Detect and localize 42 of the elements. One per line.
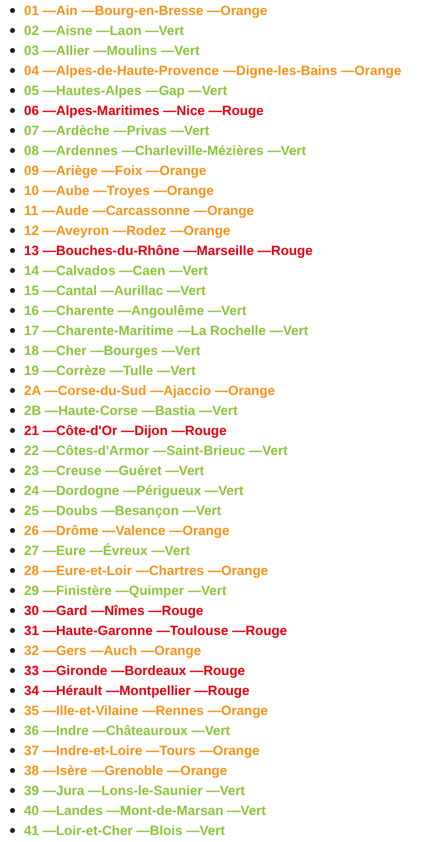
department-entry: 14 —Calvados —Caen —Vert	[24, 262, 208, 278]
department-entry: 39 —Jura —Lons-le-Saunier —Vert	[24, 782, 246, 798]
department-entry: 2B —Haute-Corse —Bastia —Vert	[24, 402, 238, 418]
department-entry: 04 —Alpes-de-Haute-Provence —Digne-les-Bains —Orange	[24, 62, 402, 78]
department-entry: 21 —Côte-d'Or —Dijon —Rouge	[24, 422, 227, 438]
department-entry: 13 —Bouches-du-Rhône —Marseille —Rouge	[24, 242, 313, 258]
department-entry: 05 —Hautes-Alpes —Gap —Vert	[24, 82, 228, 98]
department-entry: 36 —Indre —Châteauroux —Vert	[24, 722, 230, 738]
department-entry: 07 —Ardèche —Privas —Vert	[24, 122, 210, 138]
department-entry: 18 —Cher —Bourges —Vert	[24, 342, 200, 358]
department-entry: 32 —Gers —Auch —Orange	[24, 642, 202, 658]
department-entry: 22 —Côtes-d'Armor —Saint-Brieuc —Vert	[24, 442, 288, 458]
department-entry: 23 —Creuse —Guéret —Vert	[24, 462, 204, 478]
department-entry: 09 —Ariège —Foix —Orange	[24, 162, 206, 178]
department-entry: 34 —Hérault —Montpellier —Rouge	[24, 682, 250, 698]
department-entry: 29 —Finistère —Quimper —Vert	[24, 582, 226, 598]
department-entry: 17 —Charente-Maritime —La Rochelle —Vert	[24, 322, 308, 338]
department-entry: 26 —Drôme —Valence —Orange	[24, 522, 230, 538]
department-entry: 16 —Charente —Angoulême —Vert	[24, 302, 246, 318]
department-entry: 19 —Corrèze —Tulle —Vert	[24, 362, 196, 378]
department-entry: 37 —Indre-et-Loire —Tours —Orange	[24, 742, 260, 758]
department-entry: 11 —Aude —Carcassonne —Orange	[24, 202, 254, 218]
department-entry: 10 —Aube —Troyes —Orange	[24, 182, 214, 198]
department-entry: 28 —Eure-et-Loir —Chartres —Orange	[24, 562, 268, 578]
department-entry: 02 —Aisne —Laon —Vert	[24, 22, 184, 38]
department-entry: 25 —Doubs —Besançon —Vert	[24, 502, 222, 518]
department-entry: 30 —Gard —Nîmes —Rouge	[24, 602, 204, 618]
department-entry: 06 —Alpes-Maritimes —Nice —Rouge	[24, 102, 264, 118]
department-entry: 31 —Haute-Garonne —Toulouse —Rouge	[24, 622, 288, 638]
department-entry: 38 —Isère —Grenoble —Orange	[24, 762, 228, 778]
department-entry: 27 —Eure —Évreux —Vert	[24, 542, 190, 558]
department-entry: 08 —Ardennes —Charleville-Mézières —Vert	[24, 142, 306, 158]
department-entry: 33 —Gironde —Bordeaux —Rouge	[24, 662, 245, 678]
department-entry: 01 —Ain —Bourg-en-Bresse —Orange	[24, 2, 268, 18]
department-entry: 12 —Aveyron —Rodez —Orange	[24, 222, 230, 238]
department-entry: 24 —Dordogne —Périgueux —Vert	[24, 482, 244, 498]
department-entry: 15 —Cantal —Aurillac —Vert	[24, 282, 206, 298]
department-entry: 41 —Loir-et-Cher —Blois —Vert	[24, 822, 225, 838]
department-entry: 2A —Corse-du-Sud —Ajaccio —Orange	[24, 382, 275, 398]
department-entry: 03 —Allier —Moulins —Vert	[24, 42, 200, 58]
department-entry: 40 —Landes —Mont-de-Marsan —Vert	[24, 802, 266, 818]
department-entry: 35 —Ille-et-Vilaine —Rennes —Orange	[24, 702, 268, 718]
